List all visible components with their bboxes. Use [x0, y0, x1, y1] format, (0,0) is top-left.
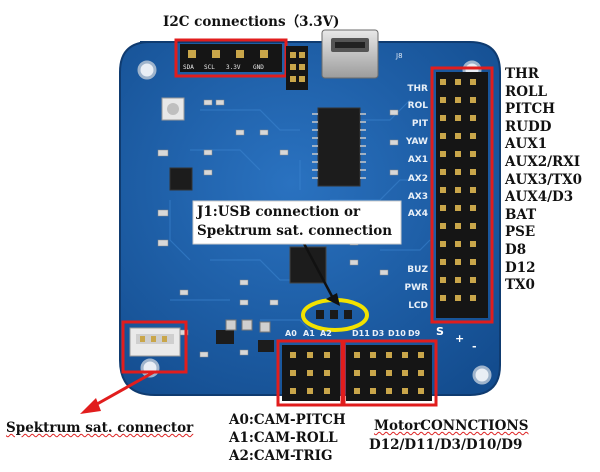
side-mark-plus: +: [455, 332, 464, 345]
pin-label-tx0: TX0: [505, 277, 535, 294]
aux-header-top: [286, 46, 308, 90]
i2c-header: SDA SCL 3.3V GND: [180, 44, 282, 72]
silk-d10: D10: [388, 329, 406, 338]
pin-label-d12: D12: [505, 259, 536, 276]
chip-small-2: [258, 340, 274, 352]
chip-small-1: [216, 330, 234, 344]
silk-ax4: AX4: [408, 209, 428, 219]
silk-pit: PIT: [412, 119, 429, 129]
header-side-marks: S + -: [436, 325, 477, 353]
motor-connections-label-text: MotorCONNCTIONS: [374, 418, 529, 434]
bottom-analog-header: [282, 345, 340, 401]
usb-connector: J8: [321, 29, 403, 79]
usb-callout-arrow-head: [326, 293, 340, 306]
silk-d3: D3: [372, 329, 384, 338]
pin-label-list: THR ROLL PITCH RUDD AUX1 AUX2/RXI AUX3/T…: [505, 66, 582, 295]
pcb-traces: [169, 99, 431, 331]
header-silk-labels: THR ROL PIT YAW AX1 AX2 AX3 AX4 BUZ PWR …: [405, 84, 429, 311]
pin-label-pse: PSE: [505, 224, 536, 241]
i2c-pin-sda: SDA: [183, 64, 194, 71]
pin-label-aux3: AUX3/TX0: [505, 171, 582, 188]
pin-label-d8: D8: [505, 241, 527, 258]
pin-label-pitch: PITCH: [505, 101, 556, 118]
spektrum-connector-label-text: Spektrum sat. connector: [6, 420, 194, 436]
pin-label-aux4: AUX4/D3: [505, 189, 574, 206]
bottom-motor-header: [346, 345, 432, 401]
silk-ax1: AX1: [408, 155, 428, 165]
silk-a0: A0: [285, 329, 297, 338]
analog-label-a1: A1:CAM-ROLL: [229, 430, 338, 446]
usb-callout-line-1: J1:USB connection or: [197, 204, 361, 220]
usb-callout-box: [192, 200, 402, 245]
silk-buz: BUZ: [407, 265, 428, 275]
pin-label-rudd: RUDD: [505, 118, 552, 135]
i2c-title: I2C connections（3.3V): [163, 14, 340, 30]
analog-label-a2: A2:CAM-TRIG: [229, 448, 333, 464]
side-mark-s: S: [436, 325, 444, 338]
silver-caps: [225, 319, 271, 333]
pin-label-roll: ROLL: [505, 83, 547, 100]
analog-highlight-box: [276, 339, 346, 407]
usb-j8-mark: J8: [395, 52, 403, 60]
pin-label-aux2: AUX2/RXI: [505, 153, 581, 170]
side-mark-minus: -: [472, 340, 477, 353]
spektrum-highlight-box: [121, 320, 188, 374]
silk-lcd: LCD: [408, 301, 428, 311]
silk-ax2: AX2: [408, 174, 428, 184]
spektrum-arrow-line: [89, 370, 155, 410]
i2c-pin-scl: SCL: [204, 64, 215, 71]
right-header-highlight-box: [430, 66, 494, 324]
silk-yaw: YAW: [405, 137, 428, 147]
analog-label-a0: A0:CAM-PITCH: [229, 412, 346, 428]
silk-a1: A1: [303, 329, 315, 338]
pin-label-bat: BAT: [505, 206, 537, 223]
pin-label-thr: THR: [505, 66, 540, 82]
silk-pwr: PWR: [405, 283, 429, 293]
silk-rol: ROL: [408, 101, 429, 111]
silk-d11: D11: [352, 329, 370, 338]
chip-main-top: [317, 107, 361, 187]
i2c-pin-gnd: GND: [253, 64, 264, 71]
usb-callout-arrow: [298, 235, 337, 303]
pin-label-aux1: AUX1: [505, 136, 548, 153]
motor-pins-label: D12/D11/D3/D10/D9: [369, 437, 523, 453]
chip-main-top-legs: [312, 113, 366, 179]
usb-spektrum-pads: [316, 310, 352, 319]
silk-a2: A2: [320, 329, 332, 338]
usb-callout-line-2: Spektrum sat. connection: [197, 223, 393, 239]
spektrum-connector-label: Spektrum sat. connector: [6, 420, 193, 436]
silk-d9: D9: [408, 329, 421, 338]
motor-connections-label: MotorCONNCTIONS: [374, 418, 528, 434]
motor-highlight-box: [340, 339, 438, 407]
i2c-pin-3v3: 3.3V: [226, 64, 241, 71]
chip-sensor: [169, 167, 193, 191]
spektrum-arrow-head: [80, 398, 101, 414]
silk-ax3: AX3: [408, 192, 428, 202]
spektrum-connector-part: [129, 327, 181, 357]
silk-thr: THR: [407, 84, 428, 94]
pressure-sensor: [161, 97, 185, 121]
right-header-pins: [440, 79, 476, 301]
bottom-silk-labels: A0 A1 A2 D11 D3 D10 D9: [285, 329, 421, 338]
